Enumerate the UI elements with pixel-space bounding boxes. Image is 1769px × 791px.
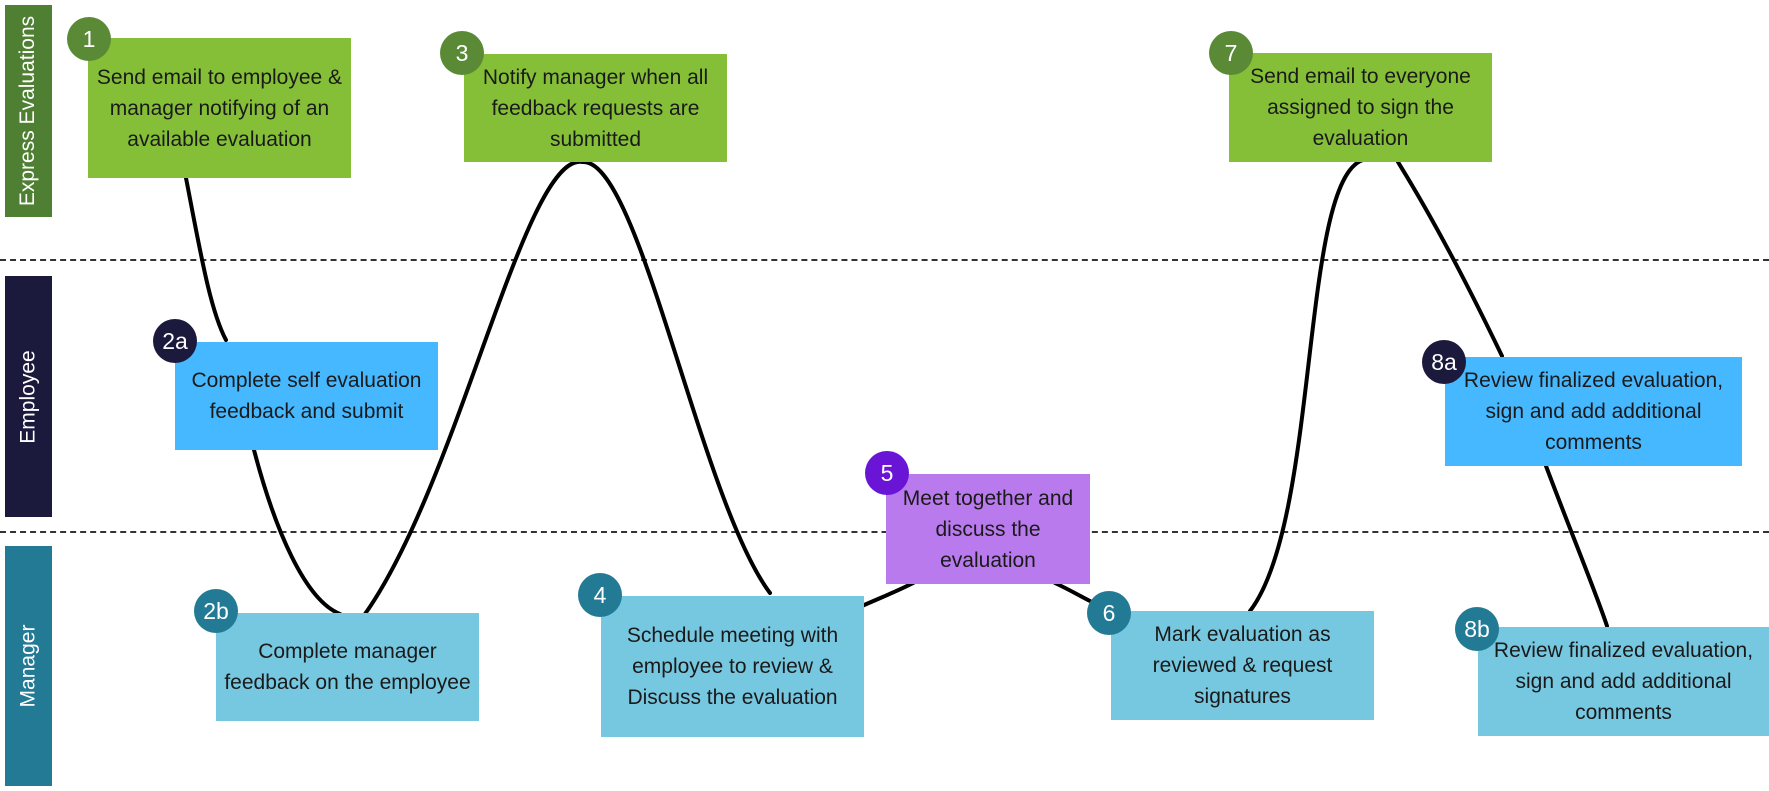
step-2a-box: Complete self evaluation feedback and su…: [175, 342, 438, 450]
lane-label-employee: Employee: [5, 276, 52, 517]
step-8b-badge: 8b: [1455, 607, 1499, 651]
step-3-box: Notify manager when all feedback request…: [464, 54, 727, 162]
step-5-text: Meet together and discuss the evaluation: [902, 486, 1074, 572]
step-2a-text: Complete self evaluation feedback and su…: [191, 369, 422, 423]
step-8a-box: Review finalized evaluation, sign and ad…: [1445, 357, 1742, 466]
connector-6-to-7: [1248, 158, 1365, 613]
step-2b-text: Complete manager feedback on the employe…: [224, 640, 471, 694]
connector-7-to-8a: [1396, 160, 1504, 358]
connector-8a-to-8b: [1544, 464, 1609, 628]
step-4-text: Schedule meeting with employee to review…: [626, 624, 839, 709]
step-8b-box: Review finalized evaluation, sign and ad…: [1478, 627, 1769, 736]
step-1-badge: 1: [67, 17, 111, 61]
step-1-box: Send email to employee & manager notifyi…: [88, 38, 351, 178]
connector-2a-to-2b: [252, 448, 342, 616]
badge-number: 5: [880, 459, 894, 486]
step-7-box: Send email to everyone assigned to sign …: [1229, 53, 1492, 162]
step-4-box: Schedule meeting with employee to review…: [601, 596, 864, 737]
step-6-box: Mark evaluation as reviewed & request si…: [1111, 611, 1374, 720]
badge-number: 3: [455, 39, 469, 66]
step-6-badge: 6: [1087, 591, 1131, 635]
step-2a-badge: 2a: [153, 319, 197, 363]
step-2b-badge: 2b: [194, 589, 238, 633]
badge-number: 7: [1224, 39, 1238, 66]
step-3-badge: 3: [440, 31, 484, 75]
step-3-text: Notify manager when all feedback request…: [482, 65, 709, 151]
badge-number: 4: [593, 581, 607, 608]
step-7-badge: 7: [1209, 31, 1253, 75]
connector-5-to-6: [1053, 581, 1092, 603]
badge-number: 2b: [203, 597, 229, 624]
connector-4-to-5: [860, 580, 917, 608]
step-1-text: Send email to employee & manager notifyi…: [96, 65, 343, 151]
badge-number: 8b: [1464, 615, 1490, 642]
badge-number: 6: [1102, 599, 1116, 626]
step-7-text: Send email to everyone assigned to sign …: [1250, 65, 1471, 150]
lane-label-express-evaluations: Express Evaluations: [5, 5, 52, 217]
step-5-box: Meet together and discuss the evaluation: [886, 474, 1090, 584]
step-8a-text: Review finalized evaluation, sign and ad…: [1463, 369, 1724, 454]
connector-1-to-2a: [184, 176, 228, 342]
badge-number: 8a: [1431, 348, 1457, 375]
lane-divider-top: [0, 259, 1769, 261]
badge-number: 2a: [162, 327, 188, 354]
lane-divider-bottom: [0, 531, 1769, 533]
step-8b-text: Review finalized evaluation, sign and ad…: [1493, 639, 1754, 724]
step-5-badge: 5: [865, 451, 909, 495]
lane-label-manager: Manager: [5, 546, 52, 786]
step-6-text: Mark evaluation as reviewed & request si…: [1152, 623, 1333, 708]
step-8a-badge: 8a: [1422, 340, 1466, 384]
step-2b-box: Complete manager feedback on the employe…: [216, 613, 479, 721]
step-4-badge: 4: [578, 573, 622, 617]
badge-number: 1: [82, 25, 96, 52]
